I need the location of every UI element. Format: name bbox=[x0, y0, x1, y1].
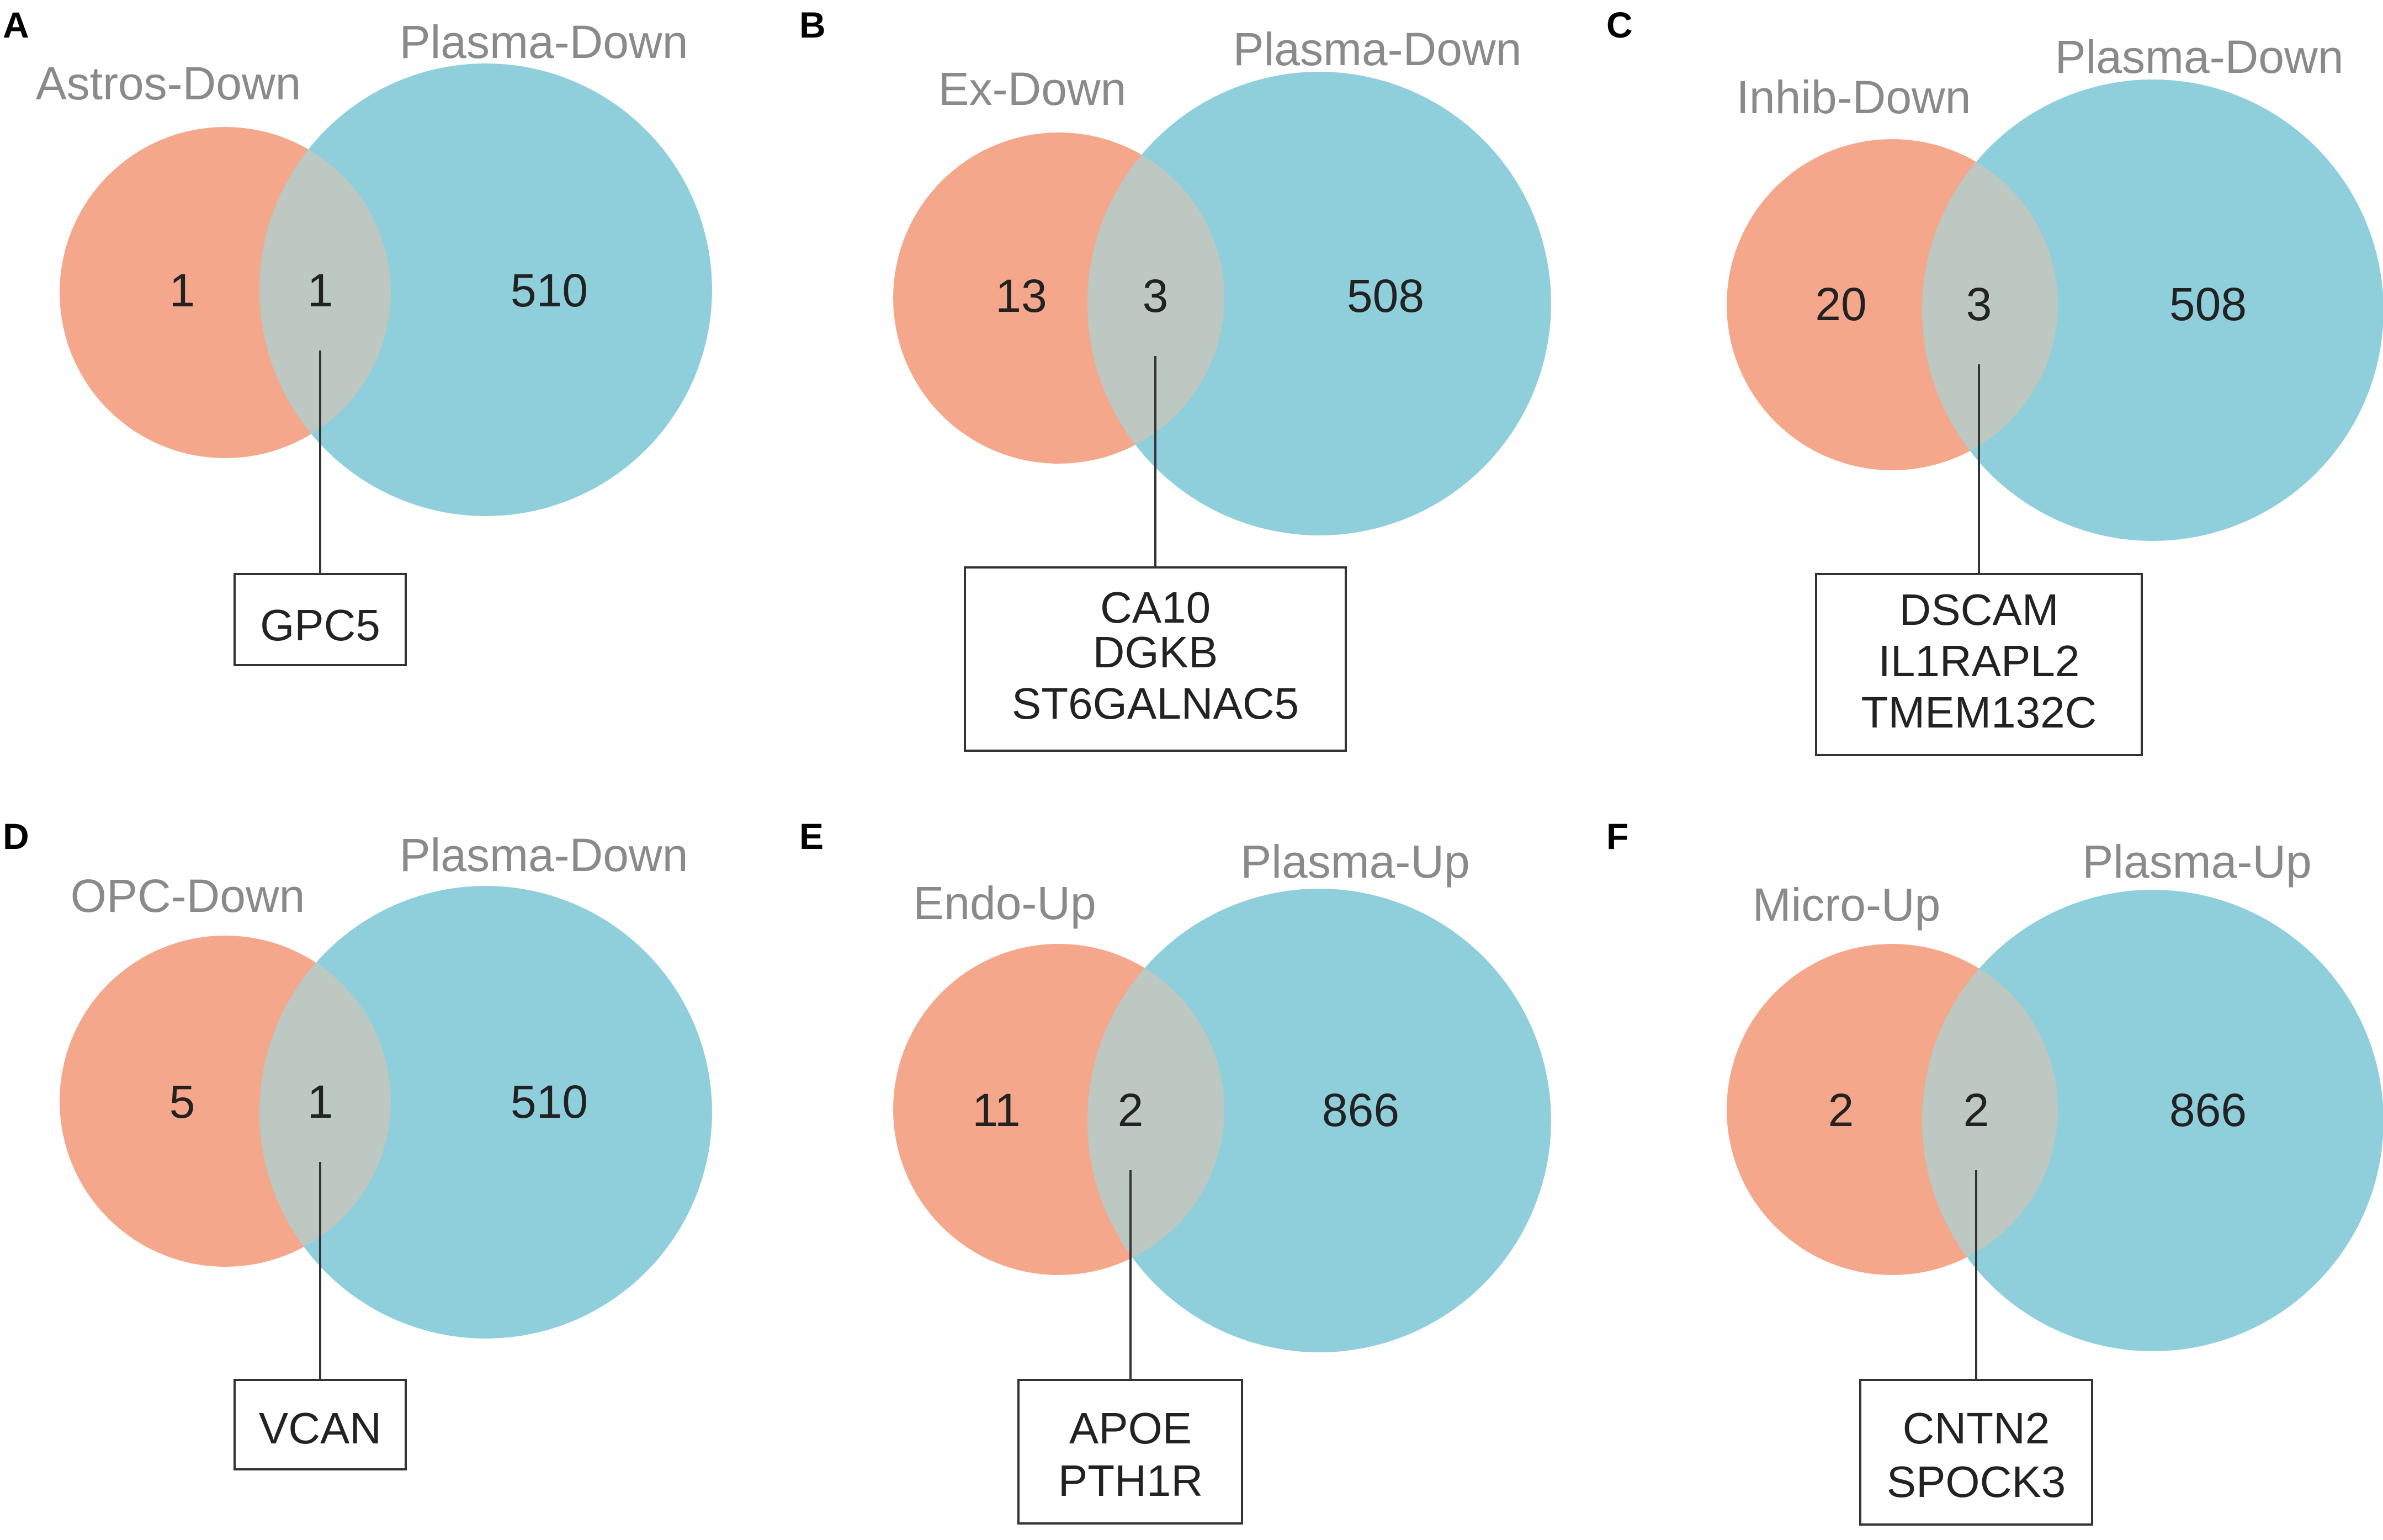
right-set-title: Plasma-Up bbox=[2082, 836, 2311, 888]
left-set-title: Ex-Down bbox=[938, 63, 1127, 115]
panel-letter: A bbox=[3, 4, 29, 45]
gene-label: DGKB bbox=[1093, 628, 1218, 677]
left-unique-count: 2 bbox=[1828, 1084, 1854, 1136]
left-set-title: Endo-Up bbox=[913, 877, 1096, 929]
gene-label: TMEM132C bbox=[1861, 688, 2097, 737]
right-unique-count: 510 bbox=[511, 1076, 588, 1128]
overlap-count: 1 bbox=[307, 1076, 333, 1128]
right-set-title: Plasma-Up bbox=[1240, 836, 1469, 888]
right-set-circle bbox=[1087, 889, 1551, 1352]
right-set-title: Plasma-Down bbox=[2055, 31, 2344, 83]
gene-label: ST6GALNAC5 bbox=[1012, 679, 1299, 728]
left-unique-count: 13 bbox=[995, 270, 1047, 322]
right-unique-count: 866 bbox=[2169, 1084, 2247, 1136]
right-set-title: Plasma-Down bbox=[1233, 23, 1522, 75]
right-set-circle bbox=[1922, 890, 2383, 1351]
venn-panel-d: D OPC-Down Plasma-Down 5 1 510 VCAN bbox=[3, 816, 712, 1470]
overlap-count: 3 bbox=[1966, 278, 1992, 330]
gene-label: IL1RAPL2 bbox=[1878, 636, 2080, 686]
right-set-circle bbox=[259, 886, 712, 1339]
overlap-count: 1 bbox=[307, 264, 333, 316]
gene-label: CNTN2 bbox=[1903, 1404, 2050, 1453]
gene-list-box bbox=[1815, 573, 2143, 756]
right-unique-count: 508 bbox=[1347, 270, 1424, 322]
venn-panel-e: E Endo-Up Plasma-Up 11 2 866 APOE PTH1R bbox=[799, 816, 1551, 1525]
panel-letter: E bbox=[799, 816, 824, 857]
gene-label: GPC5 bbox=[260, 601, 380, 650]
venn-panel-b: B Ex-Down Plasma-Down 13 3 508 CA10 DGKB… bbox=[799, 4, 1551, 752]
gene-list-box bbox=[233, 1379, 407, 1470]
left-unique-count: 20 bbox=[1815, 278, 1866, 330]
left-unique-count: 1 bbox=[169, 264, 195, 316]
right-set-title: Plasma-Down bbox=[400, 829, 688, 881]
right-set-circle bbox=[1922, 79, 2383, 541]
gene-list-box bbox=[964, 566, 1347, 752]
gene-label: DSCAM bbox=[1899, 585, 2059, 634]
gene-label: SPOCK3 bbox=[1887, 1457, 2066, 1506]
gene-label: VCAN bbox=[259, 1404, 381, 1453]
right-set-circle bbox=[259, 63, 712, 516]
left-set-title: Inhib-Down bbox=[1737, 71, 1971, 123]
right-unique-count: 508 bbox=[2169, 278, 2247, 330]
left-set-title: OPC-Down bbox=[71, 870, 305, 922]
venn-panel-f: F Micro-Up Plasma-Up 2 2 866 CNTN2 SPOCK… bbox=[1606, 816, 2383, 1526]
venn-panel-c: C Inhib-Down Plasma-Down 20 3 508 DSCAM … bbox=[1606, 4, 2383, 756]
gene-list-box bbox=[233, 573, 407, 666]
overlap-count: 2 bbox=[1118, 1084, 1144, 1136]
right-set-circle bbox=[1087, 72, 1551, 535]
left-unique-count: 5 bbox=[169, 1076, 195, 1128]
venn-panel-a: A Astros-Down Plasma-Down 1 1 510 GPC5 bbox=[3, 4, 712, 666]
right-set-title: Plasma-Down bbox=[400, 16, 688, 68]
gene-label: APOE bbox=[1069, 1404, 1192, 1453]
right-unique-count: 510 bbox=[511, 264, 588, 316]
overlap-count: 3 bbox=[1143, 270, 1169, 322]
panel-letter: F bbox=[1606, 816, 1628, 857]
panel-letter: C bbox=[1606, 4, 1633, 45]
overlap-count: 2 bbox=[1963, 1084, 1989, 1136]
gene-list-box bbox=[1859, 1379, 2093, 1526]
panel-letter: D bbox=[3, 816, 29, 857]
panel-letter: B bbox=[799, 4, 826, 45]
left-set-title: Micro-Up bbox=[1753, 879, 1941, 931]
left-set-title: Astros-Down bbox=[36, 57, 301, 109]
left-unique-count: 11 bbox=[972, 1084, 1020, 1136]
gene-label: CA10 bbox=[1100, 583, 1211, 632]
right-unique-count: 866 bbox=[1322, 1084, 1399, 1136]
gene-label: PTH1R bbox=[1058, 1456, 1203, 1505]
gene-list-box bbox=[1017, 1379, 1243, 1525]
